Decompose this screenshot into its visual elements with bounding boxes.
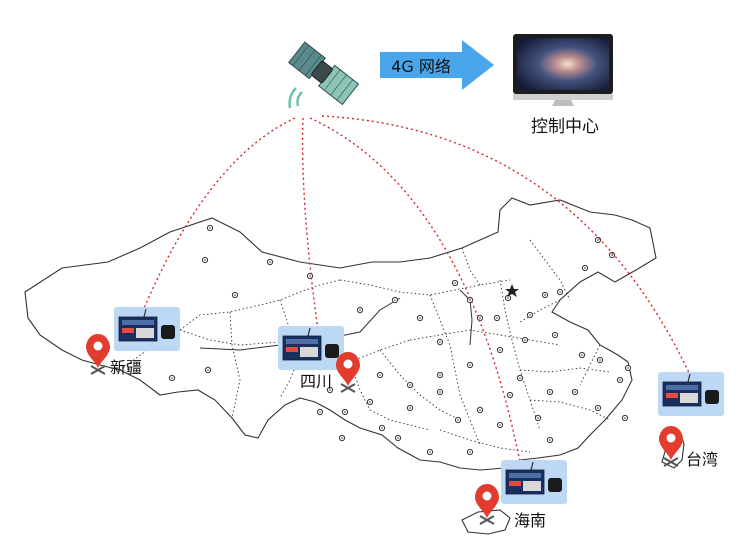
city-marker-center — [439, 391, 441, 393]
city-marker-center — [554, 334, 556, 336]
city-marker-center — [381, 427, 383, 429]
city-marker-center — [524, 339, 526, 341]
city-marker-center — [479, 409, 481, 411]
china-border — [24, 197, 657, 471]
link-hainan — [309, 117, 521, 463]
region-sichuan: 四川 — [277, 325, 361, 393]
city-marker-center — [457, 419, 459, 421]
city-marker-center — [207, 369, 209, 371]
city-marker-center — [549, 391, 551, 393]
city-marker-center — [544, 294, 546, 296]
gps-tracker-device-icon — [500, 459, 568, 505]
region-hainan: 海南 — [474, 459, 568, 530]
city-marker-center — [454, 282, 456, 284]
city-marker-center — [204, 259, 206, 261]
region-label-hainan: 海南 — [514, 511, 546, 530]
city-marker-center — [379, 374, 381, 376]
city-marker-center — [419, 317, 421, 319]
city-marker-center — [584, 267, 586, 269]
city-marker-center — [469, 451, 471, 453]
city-marker-center — [269, 261, 271, 263]
region-xinjiang: 新疆 — [85, 306, 181, 377]
city-marker-center — [519, 377, 521, 379]
city-marker-center — [581, 354, 583, 356]
region-label-sichuan: 四川 — [300, 372, 332, 391]
city-marker-center — [341, 437, 343, 439]
city-marker-center — [329, 389, 331, 391]
gps-tracker-device-icon — [113, 306, 181, 352]
city-marker-center — [309, 275, 311, 277]
city-marker-center — [409, 407, 411, 409]
city-marker-center — [619, 379, 621, 381]
province-borders — [119, 239, 611, 453]
network-label: 4G 网络 — [391, 57, 451, 76]
gps-tracker-device-icon — [277, 325, 345, 371]
city-marker-center — [469, 364, 471, 366]
city-marker-center — [234, 294, 236, 296]
city-marker-center — [394, 299, 396, 301]
region-taiwan: 台湾 — [657, 371, 725, 469]
city-marker-center — [496, 317, 498, 319]
city-marker-center — [359, 309, 361, 311]
map-pin-icon — [85, 333, 111, 375]
city-marker-center — [507, 297, 509, 299]
network-arrow: 4G 网络 — [380, 40, 494, 90]
city-marker-center — [549, 439, 551, 441]
city-marker-center — [597, 407, 599, 409]
city-marker-center — [171, 377, 173, 379]
control-center-label: 控制中心 — [531, 117, 599, 137]
city-marker-center — [209, 227, 211, 229]
city-marker-center — [624, 417, 626, 419]
city-markers — [168, 224, 632, 456]
capital-star-icon — [505, 284, 519, 297]
city-marker-center — [429, 451, 431, 453]
city-marker-center — [469, 299, 471, 301]
city-marker-center — [599, 359, 601, 361]
city-marker-center — [627, 367, 629, 369]
satellite-icon — [288, 41, 360, 109]
city-marker-center — [537, 417, 539, 419]
city-marker-center — [479, 317, 481, 319]
gps-tracker-device-icon — [657, 371, 725, 417]
city-marker-center — [509, 394, 511, 396]
link-sichuan — [301, 117, 319, 331]
city-marker-center — [559, 291, 561, 293]
city-marker-center — [439, 341, 441, 343]
city-marker-center — [319, 411, 321, 413]
link-xinjiang — [139, 117, 296, 319]
city-marker-center — [344, 411, 346, 413]
region-label-taiwan: 台湾 — [686, 450, 718, 469]
city-marker-center — [439, 374, 441, 376]
city-marker-center — [597, 239, 599, 241]
satellite-links — [139, 115, 691, 463]
region-label-xinjiang: 新疆 — [110, 358, 142, 377]
map-pin-icon — [474, 483, 500, 525]
city-marker-center — [611, 254, 613, 256]
hainan-outline — [461, 509, 511, 535]
city-marker-center — [499, 349, 501, 351]
monitor-icon — [513, 34, 613, 106]
city-marker-center — [397, 437, 399, 439]
city-marker-center — [499, 424, 501, 426]
city-marker-center — [574, 391, 576, 393]
city-marker-center — [409, 384, 411, 386]
map-pin-icon — [335, 351, 361, 393]
city-marker-center — [369, 401, 371, 403]
city-marker-center — [529, 314, 531, 316]
